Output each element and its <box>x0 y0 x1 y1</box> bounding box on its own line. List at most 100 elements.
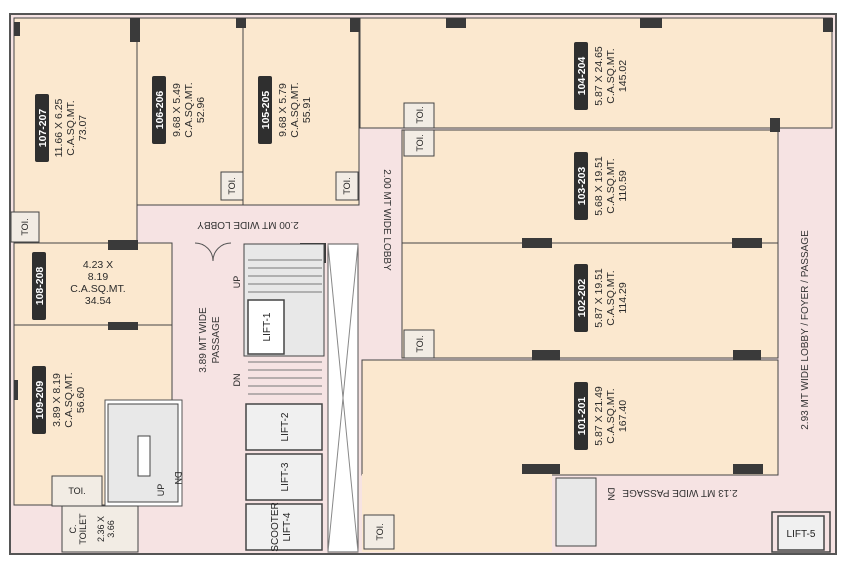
unit-area-label-105-205: C.A.SQ.MT. <box>289 82 301 137</box>
lobby-label-vertical: 2.00 MT WIDE LOBBY <box>381 169 392 271</box>
toilet-label-6: TOI. <box>415 335 425 352</box>
toilet-box-6 <box>403 329 435 359</box>
badge-102-202 <box>574 264 588 332</box>
unit-area-label-102-202: C.A.SQ.MT. <box>605 270 617 325</box>
lift-1-label: LIFT-1 <box>262 312 273 341</box>
unit-area-label-104-204: C.A.SQ.MT. <box>605 48 617 103</box>
stair-up-label: UP <box>232 276 242 289</box>
common-toilet-line2: TOILET <box>78 513 88 545</box>
toilet-box-1 <box>220 171 244 201</box>
common-toilet-line4: 3.66 <box>106 520 116 538</box>
toilet-box-3 <box>403 102 435 129</box>
unit-area-109-209: 56.60 <box>75 387 87 413</box>
badge-107-207 <box>35 94 49 162</box>
unit-area-label-109-209: C.A.SQ.MT. <box>63 372 75 427</box>
unit-id-102-202: 102-202 <box>576 279 588 318</box>
unit-area-label-103-203: C.A.SQ.MT. <box>605 158 617 213</box>
lift-3-box <box>245 453 323 501</box>
lift-1-box <box>247 299 285 355</box>
unit-area-106-206: 52.96 <box>195 97 207 123</box>
foyer-label: 2.93 MT WIDE LOBBY / FOYER / PASSAGE <box>800 230 811 430</box>
toilet-label-7: TOI. <box>68 486 85 496</box>
toilet-label-3: TOI. <box>415 106 425 123</box>
lift-2-box <box>245 403 323 451</box>
lift-3-label: LIFT-3 <box>280 462 291 491</box>
unit-area-102-202: 114.29 <box>617 282 629 313</box>
common-toilet-line3: 2.36 X <box>96 516 106 542</box>
unit-area-108-208: 34.54 <box>85 295 111 307</box>
lift-4-label-line2: LIFT-4 <box>282 512 293 541</box>
toilet-box-8 <box>363 514 395 550</box>
badge-109-209 <box>32 366 46 434</box>
unit-area-label-108-208: C.A.SQ.MT. <box>70 283 125 295</box>
stair-dn-label: DN <box>232 374 242 387</box>
lift-2-label: LIFT-2 <box>280 412 291 441</box>
unit-area-label-101-201: C.A.SQ.MT. <box>605 388 617 443</box>
unit-dims-103-203: 5.68 X 19.51 <box>593 156 605 216</box>
toilet-label-4: TOI. <box>415 134 425 151</box>
door-swing <box>194 242 232 262</box>
unit-area-label-106-206: C.A.SQ.MT. <box>183 82 195 137</box>
badge-106-206 <box>152 76 166 144</box>
common-toilet-line1: C. <box>68 525 78 534</box>
badge-104-204 <box>574 42 588 110</box>
lobby-corridor-vertical <box>362 128 402 360</box>
common-toilet-box <box>61 505 139 553</box>
stair-lower-right <box>555 477 597 547</box>
badge-101-201 <box>574 382 588 450</box>
stair-left-dn-label: DN <box>173 472 183 485</box>
unit-id-103-203: 103-203 <box>576 167 588 206</box>
stair-right-dn-label: DN <box>606 488 616 501</box>
unit-dims-108-208-line2: 8.19 <box>88 271 109 283</box>
unit-area-103-203: 110.59 <box>617 170 629 201</box>
toilet-box-5 <box>10 211 40 243</box>
unit-id-107-207: 107-207 <box>37 109 49 148</box>
unit-id-108-208: 108-208 <box>34 267 46 306</box>
stair-left-up-label: UP <box>156 484 166 497</box>
lift-5-label: LIFT-5 <box>787 529 816 540</box>
unit-dims-109-209: 3.89 X 8.19 <box>51 373 63 427</box>
badge-108-208 <box>32 252 46 320</box>
unit-area-104-204: 145.02 <box>617 60 629 92</box>
unit-dims-107-207: 11.66 X 6.25 <box>53 98 65 157</box>
unit-dims-104-204: 5.87 X 24.65 <box>593 46 605 106</box>
unit-dims-101-201: 5.87 X 21.49 <box>593 386 605 446</box>
lift-4-box <box>245 503 323 551</box>
passage-label-line1: 3.89 MT WIDE <box>198 307 209 373</box>
lobby-label-horizontal: 2.00 MT WIDE LOBBY <box>197 219 299 230</box>
toilet-box-7 <box>51 475 103 507</box>
unit-id-104-204: 104-204 <box>576 57 588 96</box>
unit-area-107-207: 73.07 <box>77 115 89 141</box>
toilet-label-5: TOI. <box>20 218 30 235</box>
unit-103-203 <box>401 129 779 244</box>
toilet-label-1: TOI. <box>227 177 237 194</box>
lift-5-box <box>777 515 825 551</box>
lobby-corridor-top <box>137 205 362 243</box>
lift-4-label-line1: SCOOTER <box>270 502 281 551</box>
passage-label-line2: PASSAGE <box>211 316 222 363</box>
unit-id-101-201: 101-201 <box>576 397 588 436</box>
foyer-right <box>778 128 834 548</box>
unit-id-105-205: 105-205 <box>260 91 272 130</box>
unit-area-101-201: 167.40 <box>617 400 629 432</box>
unit-101-201 <box>361 359 779 476</box>
unit-dims-102-202: 5.87 X 19.51 <box>593 268 605 328</box>
unit-dims-108-208-line1: 4.23 X <box>83 259 113 271</box>
unit-id-106-206: 106-206 <box>154 91 166 130</box>
stair-treads <box>248 259 322 395</box>
unit-dims-105-205: 9.68 X 5.79 <box>277 83 289 137</box>
toilet-label-2: TOI. <box>342 177 352 194</box>
toilet-box-2 <box>335 171 359 201</box>
unit-104-204 <box>359 17 833 129</box>
toilet-label-8: TOI. <box>375 523 385 540</box>
unit-id-109-209: 109-209 <box>34 381 46 420</box>
unit-area-105-205: 55.91 <box>301 97 313 123</box>
lift-5-frame <box>771 511 831 553</box>
badge-105-205 <box>258 76 272 144</box>
toilet-box-4 <box>403 129 435 157</box>
unit-102-202 <box>401 242 779 359</box>
passage-213-label: 2.13 MT WIDE PASSAGE <box>622 487 738 498</box>
unit-dims-106-206: 9.68 X 5.49 <box>171 83 183 137</box>
